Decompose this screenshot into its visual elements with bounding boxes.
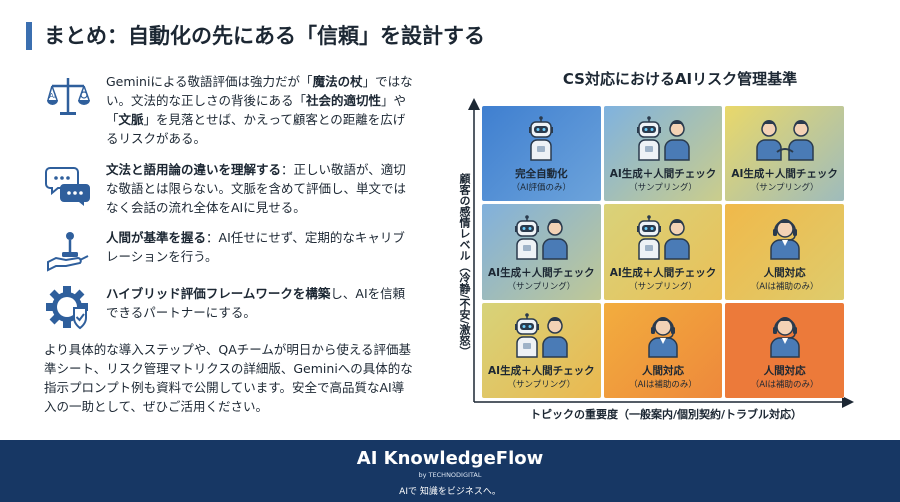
point-1: AI Geminiによる敬語評価は強力だが「魔法の杖」ではない。文法的な正しさの… bbox=[44, 72, 414, 148]
matrix-cell-label: AI生成＋人間チェック bbox=[609, 168, 717, 181]
body-text: 」や「 bbox=[106, 93, 407, 127]
page-title: まとめ：自動化の先にある「信頼」を設計する bbox=[44, 24, 485, 48]
matrix-cell-label: 人間対応 bbox=[641, 365, 684, 377]
point-4: ハイブリッド評価フレームワークを構築し、AIを信頼できるパートナーにする。 bbox=[44, 284, 414, 332]
matrix-cell: AI生成＋人間チェック （サンプリング） bbox=[482, 204, 601, 300]
matrix-title: CS対応におけるAIリスク管理基準 bbox=[562, 70, 798, 88]
robot-icon bbox=[529, 116, 554, 162]
svg-text:AI: AI bbox=[49, 92, 56, 100]
point-2: 文法と語用論の違いを理解する：正しい敬語が、適切な敬語とは限らない。文脈を含めて… bbox=[44, 160, 414, 217]
x-axis-label: トピックの重要度（一般案内/個別契約/トラブル対応） bbox=[529, 408, 803, 421]
matrix-cell-sublabel: （サンプリング） bbox=[507, 380, 576, 390]
matrix-cell: 人間対応 （AIは補助のみ） bbox=[725, 302, 844, 398]
matrix-cell: AI生成＋人間チェック （サンプリング） bbox=[603, 204, 723, 300]
risk-matrix-grid: 完全自動化（AI評価のみ）AI生成＋人間チェック（サンプリング）AI生成＋人間チ… bbox=[482, 106, 844, 398]
highlight-text: 人間が基準を握る bbox=[106, 230, 207, 245]
point-1-text: Geminiによる敬語評価は強力だが「魔法の杖」ではない。文法的な正しさの背後に… bbox=[106, 72, 414, 148]
footer: AI KnowledgeFlow by TECHNODIGITAL AIで 知識… bbox=[0, 440, 900, 502]
robot-human-icon bbox=[636, 116, 690, 162]
matrix-cell-label: 人間対応 bbox=[763, 365, 806, 377]
headset-agent-icon bbox=[769, 317, 800, 358]
matrix-cell-label: AI生成＋人間チェック bbox=[731, 168, 838, 181]
body-text: 」ではない。文法的な正しさの背後にある「 bbox=[106, 74, 413, 108]
matrix-cell-sublabel: （AIは補助のみ） bbox=[750, 281, 819, 292]
matrix-cell: AI生成＋人間チェック （サンプリング） bbox=[482, 302, 601, 398]
handshake-icon bbox=[755, 120, 814, 162]
robot-human-icon bbox=[515, 313, 569, 358]
gear-shield-icon bbox=[46, 286, 88, 330]
body-text: 」を見落とせば、かえって顧客との距離を広げるリスクがある。 bbox=[106, 112, 406, 146]
headset-agent-icon bbox=[648, 317, 678, 358]
robot-human-icon bbox=[636, 214, 690, 260]
highlight-text: ハイブリッド評価フレームワークを構築 bbox=[106, 286, 331, 301]
matrix-cell-label: AI生成＋人間チェック bbox=[609, 266, 717, 279]
matrix-cell-sublabel: （AIは補助のみ） bbox=[629, 380, 697, 390]
matrix-cell-label: AI生成＋人間チェック bbox=[488, 365, 595, 377]
body-text: し、AIを信頼できるパートナーにする。 bbox=[106, 286, 406, 320]
matrix-cell: 人間対応 （AIは補助のみ） bbox=[603, 302, 723, 398]
robot-human-icon bbox=[515, 214, 569, 260]
matrix-cell-sublabel: （サンプリング） bbox=[629, 183, 697, 194]
y-axis-label: 顧客の感情レベル（冷静/不安/激怒） bbox=[458, 172, 471, 358]
hand-joystick-icon bbox=[47, 232, 89, 272]
matrix-cell-label: AI生成＋人間チェック bbox=[488, 266, 595, 279]
highlight-text: 文法と語用論の違いを理解する bbox=[106, 162, 282, 177]
chat-bubbles-icon bbox=[45, 167, 90, 206]
scales-ai-icon: AI bbox=[47, 78, 90, 115]
point-3: 人間が基準を握る：AI任せにせず、定期的なキャリブレーションを行う。 bbox=[44, 228, 414, 276]
matrix-cell-sublabel: （サンプリング） bbox=[750, 183, 819, 194]
matrix-cell: AI生成＋人間チェック （サンプリング） bbox=[603, 106, 723, 202]
matrix-cell-label: 完全自動化 bbox=[515, 168, 568, 181]
matrix-cell: 完全自動化 （AI評価のみ） bbox=[482, 106, 601, 202]
headset-agent-icon bbox=[769, 218, 800, 260]
body-text: ：正しい敬語が、適切な敬語とは限らない。文脈を含めて評価し、単文ではなく会話の流… bbox=[106, 162, 407, 215]
matrix-cell-sublabel: （サンプリング） bbox=[507, 281, 576, 292]
point-2-text: 文法と語用論の違いを理解する：正しい敬語が、適切な敬語とは限らない。文脈を含めて… bbox=[106, 160, 414, 217]
title-accent-bar bbox=[26, 22, 32, 50]
matrix-axes bbox=[468, 98, 854, 408]
body-text: ：AI任せにせず、定期的なキャリブレーションを行う。 bbox=[106, 230, 405, 264]
footer-brand: AI KnowledgeFlow bbox=[356, 448, 544, 469]
summary-paragraph: より具体的な導入ステップや、QAチームが明日から使える評価基準シート、リスク管理… bbox=[44, 342, 413, 414]
body-text: Geminiによる敬語評価は強力だが「 bbox=[106, 74, 313, 89]
matrix-cell-sublabel: （AIは補助のみ） bbox=[750, 380, 819, 390]
matrix-cell-sublabel: （サンプリング） bbox=[629, 281, 697, 292]
matrix-cell-label: 人間対応 bbox=[763, 266, 806, 279]
highlight-text: 社会的適切性 bbox=[306, 93, 382, 108]
matrix-cell: AI生成＋人間チェック （サンプリング） bbox=[725, 106, 844, 202]
point-3-text: 人間が基準を握る：AI任せにせず、定期的なキャリブレーションを行う。 bbox=[106, 228, 414, 266]
matrix-cell: 人間対応 （AIは補助のみ） bbox=[725, 204, 844, 300]
point-4-text: ハイブリッド評価フレームワークを構築し、AIを信頼できるパートナーにする。 bbox=[106, 284, 414, 322]
footer-tagline: AIで 知識をビジネスへ。 bbox=[399, 487, 501, 497]
footer-by: by TECHNODIGITAL bbox=[418, 471, 482, 479]
highlight-text: 魔法の杖 bbox=[312, 74, 363, 89]
highlight-text: 文脈 bbox=[118, 112, 144, 127]
matrix-cell-sublabel: （AI評価のみ） bbox=[511, 183, 571, 194]
